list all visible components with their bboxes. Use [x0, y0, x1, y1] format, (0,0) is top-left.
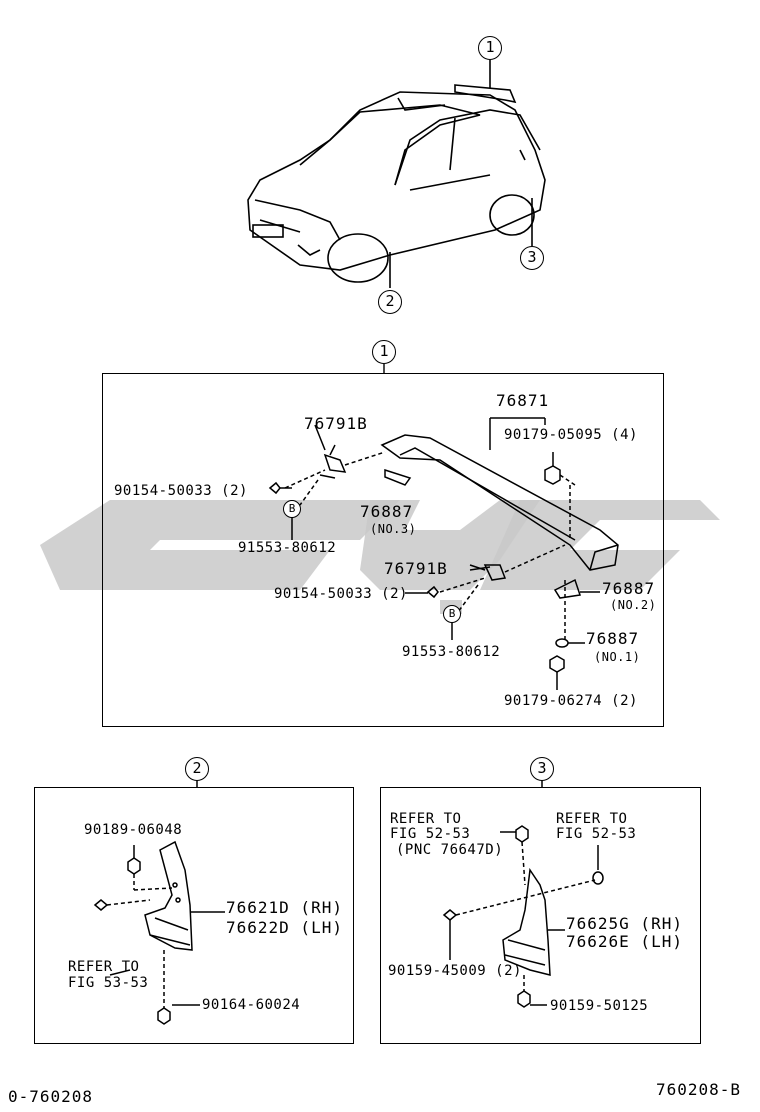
- label-refer-53-line2: FIG 53-53: [68, 975, 149, 991]
- label-76622d: 76622D (LH): [226, 918, 343, 937]
- label-76626e: 76626E (LH): [566, 932, 683, 951]
- footer-right-code: 760208-B: [656, 1080, 742, 1099]
- label-90159-50125: 90159-50125: [550, 998, 649, 1014]
- label-90154-top: 90154-50033 (2): [114, 483, 248, 499]
- section3-drawing: [442, 780, 604, 1008]
- label-76887-no1: 76887: [586, 629, 640, 648]
- label-no2: (NO.2): [610, 598, 657, 612]
- label-90154-bot: 90154-50033 (2): [274, 586, 408, 602]
- section1-drawing: [268, 417, 619, 690]
- section1-callout: 1: [372, 340, 396, 364]
- label-refer-53-line1: REFER TO: [68, 959, 140, 975]
- label-refer-a-line1: REFER TO: [390, 811, 462, 827]
- label-76887-no2: 76887: [602, 579, 656, 598]
- label-76625g: 76625G (RH): [566, 914, 683, 933]
- section2-drawing: [93, 780, 225, 1025]
- label-refer-b-line1: REFER TO: [556, 811, 628, 827]
- b-mark-bottom: B: [443, 605, 461, 623]
- label-91553-bot: 91553-80612: [402, 644, 501, 660]
- label-refer-b-line2: FIG 52-53: [556, 826, 637, 842]
- label-90179-05095: 90179-05095 (4): [504, 427, 638, 443]
- callout-roof-rail: 1: [478, 36, 502, 60]
- vehicle-overview: [247, 60, 546, 288]
- label-76791b-bot: 76791B: [384, 559, 448, 578]
- label-no1: (NO.1): [594, 650, 641, 664]
- label-91553-top: 91553-80612: [238, 540, 337, 556]
- callout-front-mudguard: 2: [378, 290, 402, 314]
- label-76621d: 76621D (RH): [226, 898, 343, 917]
- section2-callout: 2: [185, 757, 209, 781]
- section3-callout: 3: [530, 757, 554, 781]
- label-refer-a-line2: FIG 52-53: [390, 826, 471, 842]
- label-90189: 90189-06048: [84, 822, 183, 838]
- label-refer-a-line3: (PNC 76647D): [396, 842, 504, 858]
- label-90179-06274: 90179-06274 (2): [504, 693, 638, 709]
- b-mark-top: B: [283, 500, 301, 518]
- section3-box: [380, 787, 701, 1044]
- label-90164: 90164-60024: [202, 997, 301, 1013]
- label-90159-45009: 90159-45009 (2): [388, 963, 522, 979]
- label-76887-no3: 76887: [360, 502, 414, 521]
- section2-box: [34, 787, 354, 1044]
- label-76791b-top: 76791B: [304, 414, 368, 433]
- callout-rear-mudguard: 3: [520, 246, 544, 270]
- footer-left-code: 0-760208: [8, 1087, 94, 1106]
- section1-box: [102, 373, 664, 727]
- label-76871: 76871: [496, 391, 550, 410]
- label-no3: (NO.3): [370, 522, 417, 536]
